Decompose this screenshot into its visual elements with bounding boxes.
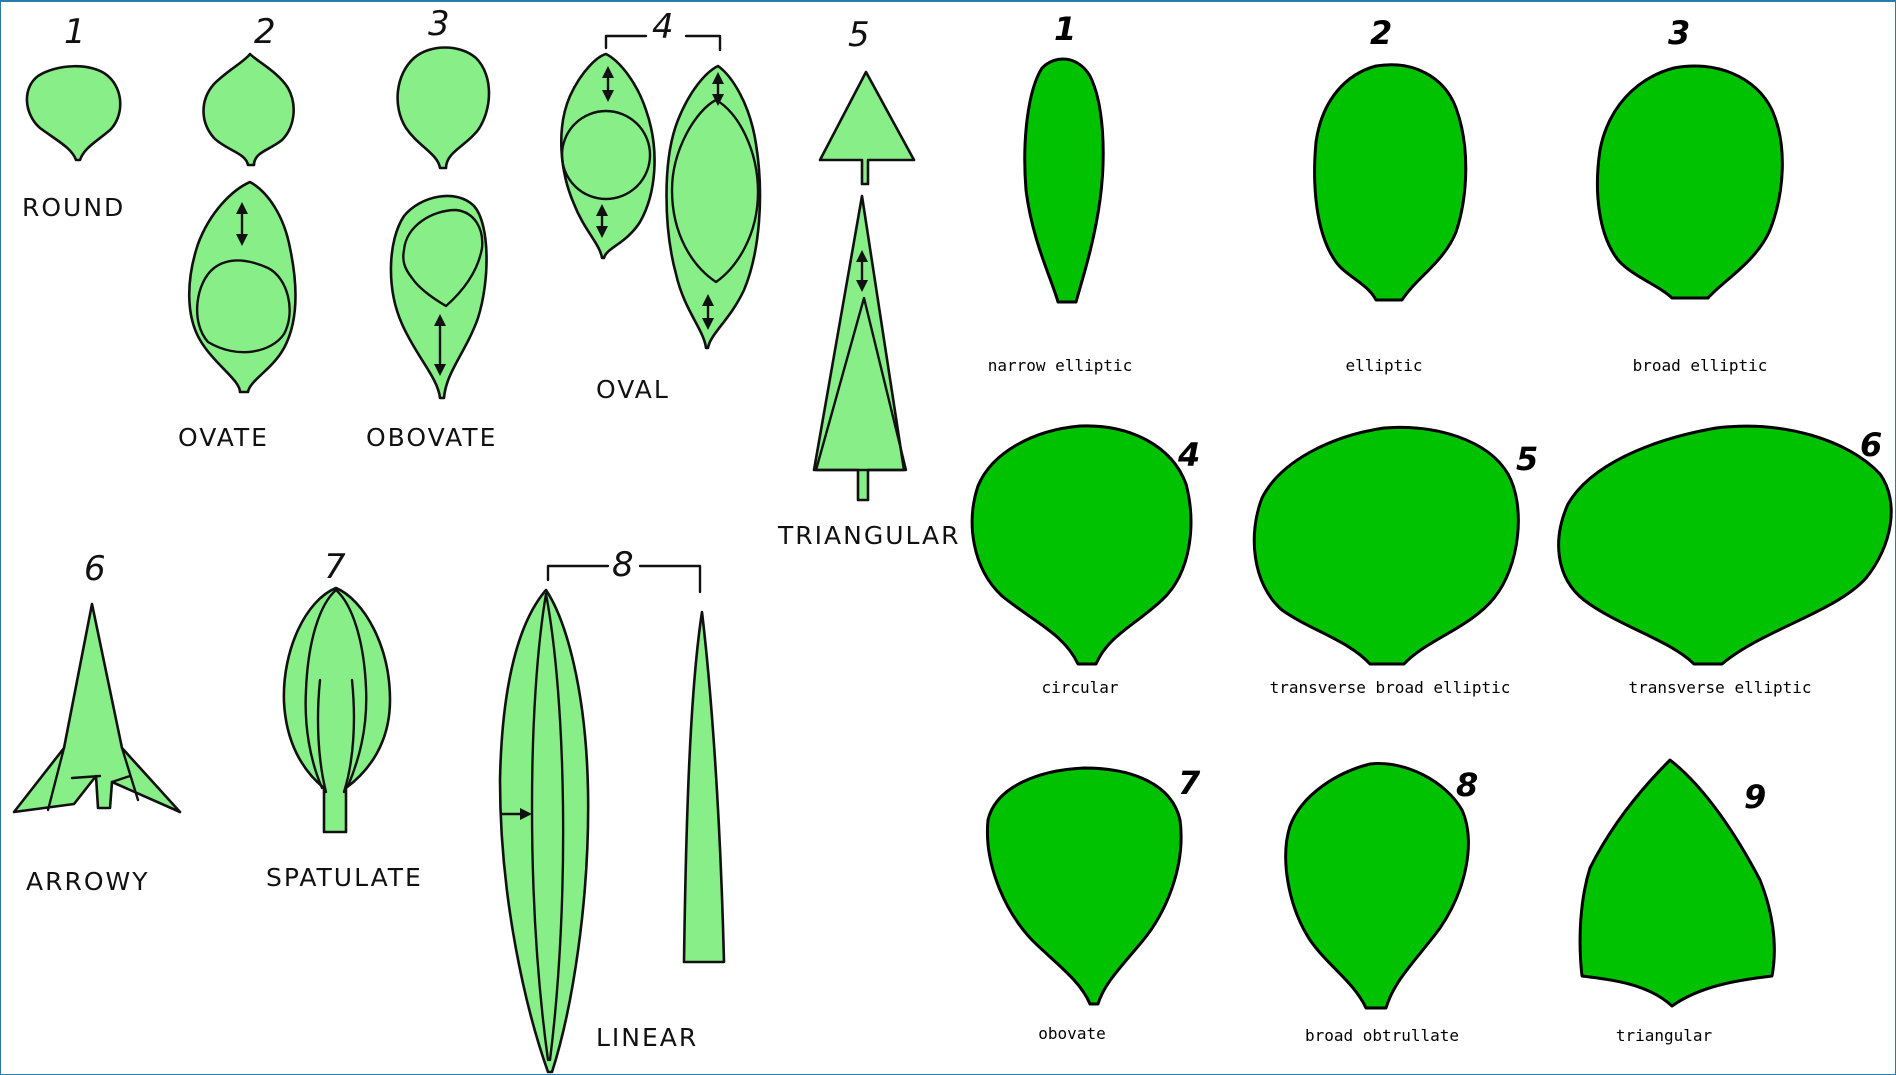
oval-leaf-2-shape	[667, 66, 761, 348]
transverse-elliptic-shape	[1559, 426, 1892, 664]
broad-elliptic-shape	[1597, 66, 1782, 298]
leaf-triangular-caption: TRIANGULAR	[777, 521, 960, 550]
shape-circular-number: 4	[1177, 436, 1200, 474]
leaf-triangular-number: 5	[848, 15, 870, 55]
left-panel: 1 ROUND 2 OVATE 3 OBOVATE 4	[14, 4, 960, 1072]
shape-triangular-number: 9	[1744, 778, 1766, 816]
circular-shape	[972, 426, 1191, 664]
leaf-arrowy-number: 6	[84, 549, 106, 589]
leaf-linear-number: 8	[612, 545, 634, 585]
shape-obovate-caption: obovate	[1038, 1024, 1105, 1043]
shape-broad-elliptic-number: 3	[1668, 14, 1690, 52]
leaf-arrowy: 6 ARROWY	[14, 549, 180, 896]
shape-transverse-elliptic: 6 transverse elliptic	[1559, 426, 1892, 697]
round-leaf-shape	[27, 66, 120, 160]
linear-leaf-2-shape	[684, 612, 724, 962]
leaf-spatulate: 7 SPATULATE	[266, 547, 423, 892]
shape-broad-elliptic: 3 broad elliptic	[1597, 14, 1782, 375]
leaf-triangular: 5 TRIANGULAR	[777, 15, 960, 550]
shape-broad-obtrullate: 8 broad obtrullate	[1286, 764, 1479, 1045]
shape-triangular: 9 triangular	[1580, 760, 1774, 1045]
shape-obovate-number: 7	[1178, 764, 1201, 802]
triangular-large-shape	[814, 196, 904, 500]
leaf-spatulate-number: 7	[324, 547, 346, 587]
shape-elliptic-number: 2	[1370, 14, 1392, 52]
right-panel: 1 narrow elliptic 2 elliptic 3 broad ell…	[972, 10, 1891, 1045]
leaf-obovate: 3 OBOVATE	[366, 4, 497, 452]
leaf-oval-caption: OVAL	[596, 375, 670, 404]
leaf-arrowy-caption: ARROWY	[26, 867, 150, 896]
ovate-small-shape	[204, 54, 294, 165]
narrow-elliptic-shape	[1025, 59, 1103, 302]
leaf-round: 1 ROUND	[22, 12, 125, 222]
shape-transverse-broad-elliptic: 5 transverse broad elliptic	[1254, 427, 1538, 697]
shape-elliptic-caption: elliptic	[1345, 356, 1422, 375]
shape-circular: 4 circular	[972, 426, 1200, 697]
leaf-obovate-number: 3	[428, 4, 450, 44]
shape-transverse-broad-elliptic-caption: transverse broad elliptic	[1270, 678, 1511, 697]
obovate-large-shape	[391, 196, 487, 398]
leaf-ovate: 2 OVATE	[178, 12, 295, 452]
triangular-small-shape	[820, 72, 914, 184]
leaf-round-caption: ROUND	[22, 193, 125, 222]
shape-broad-obtrullate-caption: broad obtrullate	[1305, 1026, 1459, 1045]
leaf-linear-caption: LINEAR	[596, 1023, 698, 1052]
leaf-linear: 8 LINEAR	[500, 545, 724, 1072]
shape-circular-caption: circular	[1041, 678, 1118, 697]
shape-triangular-caption: triangular	[1616, 1026, 1713, 1045]
shape-narrow-elliptic: 1 narrow elliptic	[988, 10, 1133, 375]
leaf-ovate-caption: OVATE	[178, 423, 269, 452]
leaf-spatulate-caption: SPATULATE	[266, 863, 423, 892]
obovate-small-shape	[398, 48, 489, 169]
linear-leaf-1-shape	[500, 590, 588, 1072]
elliptic-shape	[1315, 65, 1466, 300]
shape-transverse-broad-elliptic-number: 5	[1516, 440, 1538, 478]
leaf-round-number: 1	[64, 12, 86, 52]
leaf-oval-number: 4	[652, 7, 674, 47]
shape-elliptic: 2 elliptic	[1315, 14, 1466, 375]
obovate-shape	[987, 768, 1181, 1004]
shape-broad-obtrullate-number: 8	[1456, 766, 1478, 804]
broad-obtrullate-shape	[1286, 764, 1469, 1008]
shape-obovate: 7 obovate	[987, 764, 1201, 1043]
transverse-broad-elliptic-shape	[1254, 427, 1518, 664]
leaf-oval: 4 OVAL	[561, 7, 760, 404]
spatulate-leaf-shape	[284, 588, 390, 832]
shape-narrow-elliptic-caption: narrow elliptic	[988, 356, 1133, 375]
shape-narrow-elliptic-number: 1	[1054, 10, 1076, 48]
leaf-ovate-number: 2	[254, 12, 276, 52]
arrowy-leaf-shape	[14, 604, 180, 812]
shape-broad-elliptic-caption: broad elliptic	[1633, 356, 1768, 375]
shape-transverse-elliptic-caption: transverse elliptic	[1628, 678, 1811, 697]
leaf-obovate-caption: OBOVATE	[366, 423, 497, 452]
